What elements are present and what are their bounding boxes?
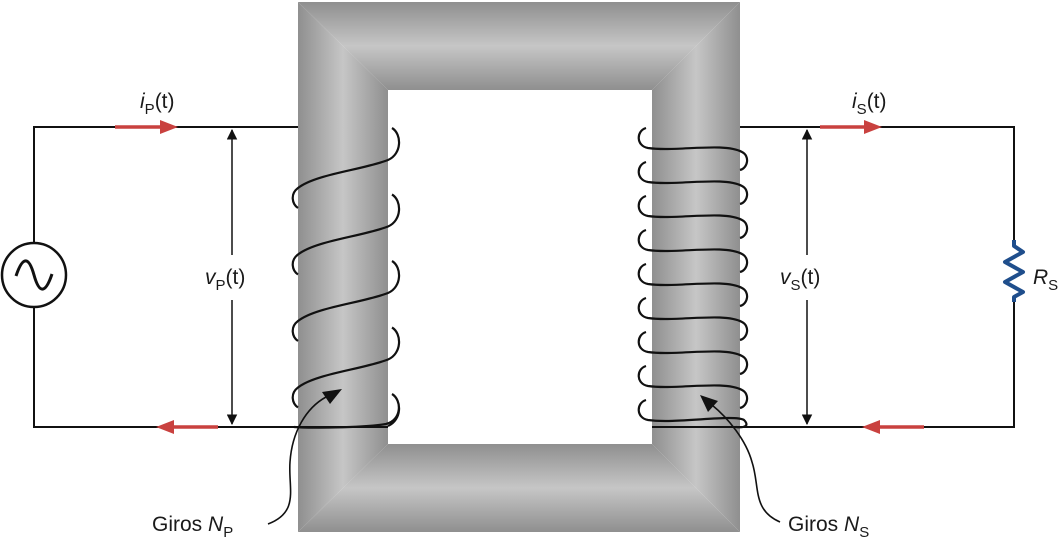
secondary-coil-wire [637, 126, 749, 429]
secondary-coil [637, 126, 749, 429]
current-arrow-secondary-bottom [862, 420, 924, 434]
label-primary-current: iP(t) [140, 90, 175, 118]
current-arrow-primary-bottom [156, 420, 218, 434]
ac-source-icon [0, 241, 68, 309]
primary-coil-wire [291, 127, 401, 429]
label-secondary-current: iS(t) [852, 90, 887, 118]
pointer-secondary-turns [700, 395, 781, 523]
label-secondary-voltage: vS(t) [780, 266, 820, 294]
current-arrow-primary-top [115, 120, 178, 134]
label-primary-turns: Giros NP [152, 513, 233, 541]
label-secondary-turns: Giros NS [788, 513, 869, 541]
transformer-core [298, 2, 740, 532]
resistor-icon [1003, 240, 1025, 302]
label-load-resistance: RS [1033, 266, 1058, 294]
primary-circuit [33, 126, 388, 428]
current-arrow-secondary-top [820, 120, 882, 134]
pointer-primary-turns [267, 389, 342, 525]
primary-coil [291, 127, 401, 429]
label-primary-voltage: vP(t) [205, 266, 245, 294]
